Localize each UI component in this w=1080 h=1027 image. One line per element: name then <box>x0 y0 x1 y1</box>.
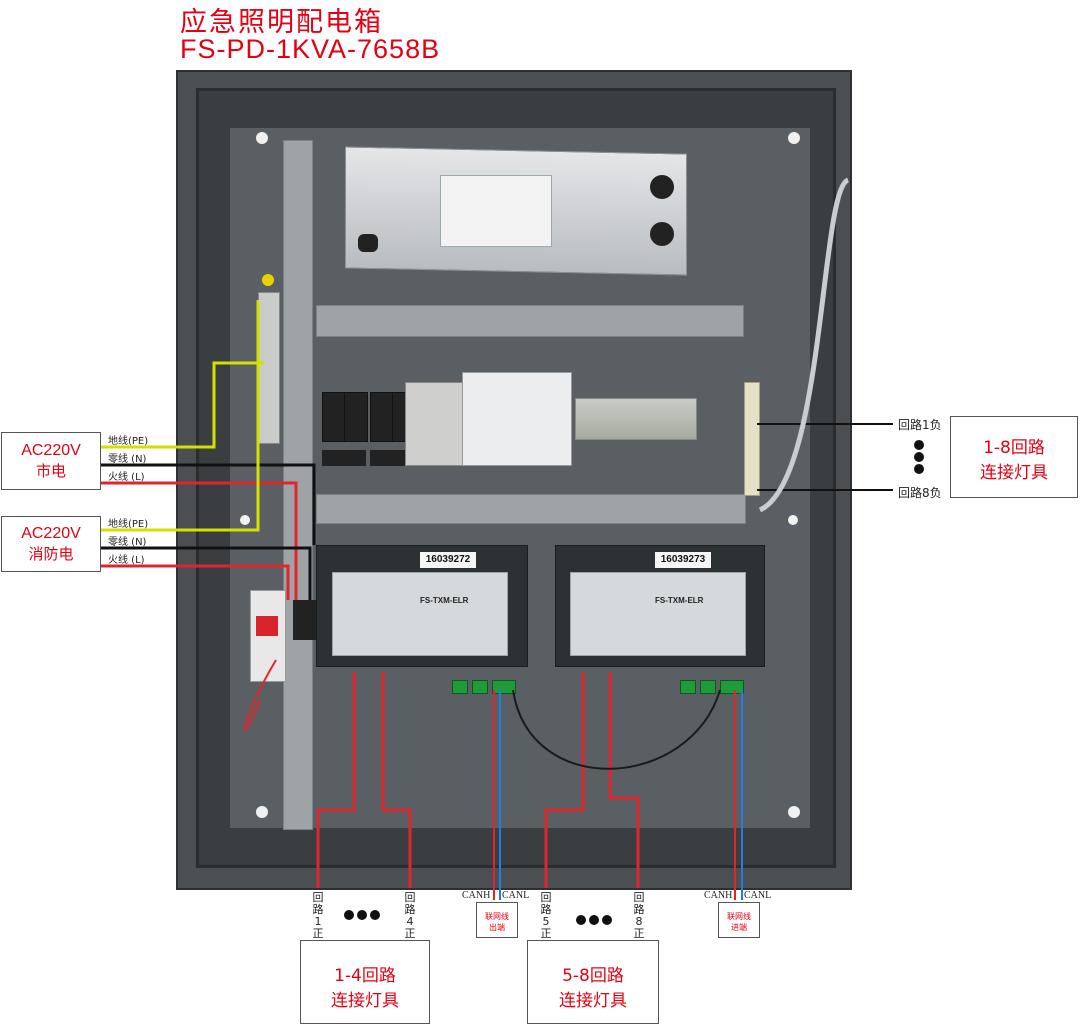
can-terminal <box>680 680 696 694</box>
control-board <box>462 372 572 466</box>
mount-hole <box>788 132 800 144</box>
mount-hole <box>240 515 250 525</box>
mount-hole <box>256 806 268 818</box>
fire-label: 消防电 <box>28 545 74 563</box>
loops-1-4-subtitle: 连接灯具 <box>331 991 399 1011</box>
loops-1-8-title: 1-8回路 <box>983 438 1045 458</box>
fire-pe-label: 地线(PE) <box>108 519 149 530</box>
loop4-label: 回 路 4 正 <box>404 891 416 940</box>
fire-l-label: 火线 (L) <box>108 555 145 566</box>
relay <box>344 392 368 442</box>
mains-pe-wire <box>100 361 264 449</box>
loop1-positive-wire <box>316 672 356 888</box>
net-in-sub: 进端 <box>731 923 747 932</box>
mains-input-box: AC220V 市电 <box>1 432 101 490</box>
fire-input-box: AC220V 消防电 <box>1 516 101 572</box>
net-out-label: 联网线 <box>485 912 509 921</box>
mains-n-wire <box>100 463 316 545</box>
net-out-box: 联网线 出端 <box>476 902 518 938</box>
ellipsis-dot <box>576 910 612 929</box>
mount-hole <box>788 515 798 525</box>
loops-5-8-subtitle: 连接灯具 <box>559 991 627 1011</box>
mains-l-label: 火线 (L) <box>108 472 145 483</box>
mains-l-wire <box>100 481 298 600</box>
module-model: FS-TXM-ELR <box>655 596 704 605</box>
diagram-title: 应急照明配电箱 <box>180 7 383 38</box>
can-out-l-label: CANL <box>502 890 530 901</box>
ground-indicator <box>262 274 274 286</box>
mains-breaker <box>250 590 286 682</box>
net-out-sub: 出端 <box>489 923 505 932</box>
module-serial: 16039273 <box>655 552 711 568</box>
module-link-cable <box>512 689 721 770</box>
loops-5-8-box: 5-8回路 连接灯具 <box>527 940 659 1024</box>
loop8-positive-wire <box>608 672 640 888</box>
mains-n-label: 零线 (N) <box>108 454 147 465</box>
fire-voltage: AC220V <box>21 525 81 542</box>
loop4-positive-wire <box>381 672 412 888</box>
can-terminal <box>720 680 744 694</box>
loops-1-8-box: 1-8回路 连接灯具 <box>950 416 1078 498</box>
mount-hole <box>788 806 800 818</box>
fire-pe-wire <box>100 300 260 532</box>
incoming-cable <box>758 177 850 513</box>
contactor <box>405 382 465 466</box>
psu-connector <box>650 222 674 246</box>
ellipsis-dot <box>344 905 380 924</box>
mains-voltage: AC220V <box>21 442 81 459</box>
fire-n-label: 零线 (N) <box>108 537 147 548</box>
psu-connector <box>650 175 674 199</box>
net-in-box: 联网线 进端 <box>718 902 760 938</box>
mains-label: 市电 <box>35 462 66 480</box>
can-in-l-label: CANL <box>744 890 772 901</box>
negative-terminal-bar <box>744 382 760 496</box>
can-in-h-label: CANH <box>704 890 733 901</box>
module-faceplate <box>570 572 746 656</box>
loops-5-8-title: 5-8回路 <box>562 966 624 986</box>
loop5-label: 回 路 5 正 <box>540 891 552 940</box>
wire-duct-top <box>316 305 744 337</box>
loop5-positive-wire <box>544 672 585 888</box>
fire-n-wire <box>100 546 312 600</box>
module-model: FS-TXM-ELR <box>420 596 469 605</box>
loops-1-4-title: 1-4回路 <box>334 966 396 986</box>
can-terminal <box>452 680 468 694</box>
breaker-toggle <box>256 616 278 636</box>
breaker-jumper <box>243 659 277 731</box>
loops-1-8-subtitle: 连接灯具 <box>980 463 1048 483</box>
can-terminal <box>492 680 516 694</box>
can-terminal <box>700 680 716 694</box>
din-rail <box>575 398 697 440</box>
ellipsis-dot <box>914 464 924 474</box>
module-faceplate <box>332 572 508 656</box>
loop8-label: 回 路 8 正 <box>633 891 645 940</box>
ellipsis-dot <box>914 440 924 450</box>
psu-nameplate <box>440 175 552 247</box>
module-serial: 16039272 <box>420 552 476 568</box>
can-out-h-label: CANH <box>462 890 491 901</box>
psu-connector <box>358 234 378 252</box>
relay-tag <box>322 450 366 466</box>
loops-1-4-box: 1-4回路 连接灯具 <box>300 940 430 1024</box>
model-number: FS-PD-1KVA-7658B <box>180 34 441 64</box>
loop1-negative-label: 回路1负 <box>898 418 942 432</box>
fire-l-wire <box>100 564 290 600</box>
can-terminal <box>472 680 488 694</box>
wire-duct-middle <box>316 494 746 524</box>
mount-hole <box>256 132 268 144</box>
relay-tag <box>370 450 414 466</box>
net-in-label: 联网线 <box>727 912 751 921</box>
ellipsis-dot <box>914 452 924 462</box>
loop8-negative-label: 回路8负 <box>898 486 942 500</box>
loop1-label: 回 路 1 正 <box>312 891 324 940</box>
mains-pe-label: 地线(PE) <box>108 436 149 447</box>
